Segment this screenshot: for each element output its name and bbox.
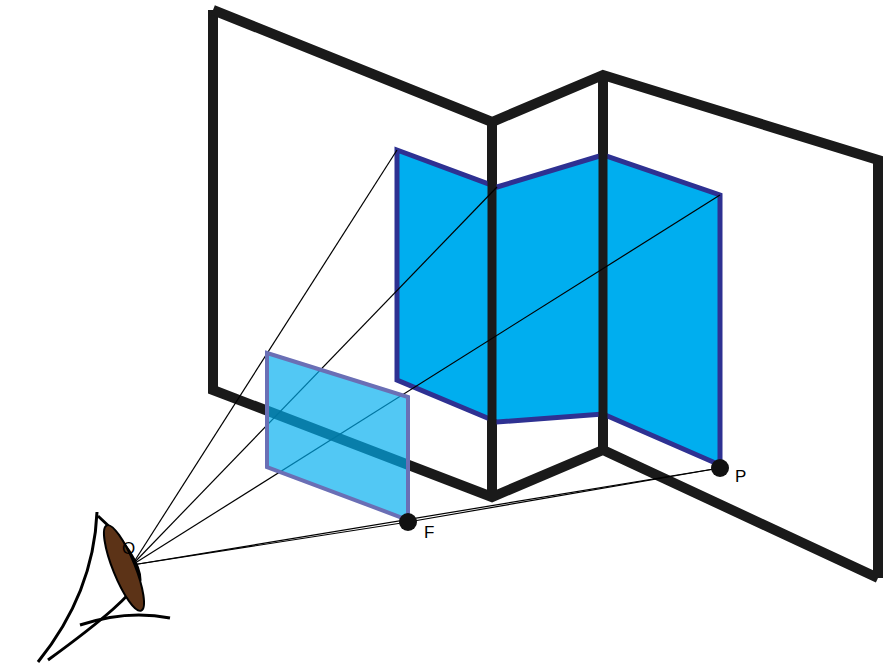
frame-top: [213, 10, 878, 578]
frame-fold: [488, 160, 497, 497]
folded-picture: [397, 150, 720, 465]
eye-iris: [97, 521, 152, 615]
point-label: O: [122, 540, 135, 557]
eye-symbol: [38, 512, 170, 662]
point-label: P: [735, 468, 746, 485]
frame-fold: [599, 120, 608, 450]
sight-line: [132, 468, 720, 565]
sight-lines: [132, 150, 720, 565]
folded-frame: [213, 10, 878, 578]
point-dot: [711, 459, 729, 477]
sight-line: [408, 468, 720, 522]
point-dot: [399, 513, 417, 531]
sight-line: [132, 187, 497, 565]
frame-fold: [598, 75, 608, 450]
sight-line: [132, 195, 720, 565]
frame-fold-over: [492, 120, 603, 497]
eye-lid: [38, 512, 97, 662]
eye-lid: [80, 615, 170, 625]
frame-fold: [487, 122, 497, 497]
image-plane: [267, 353, 408, 520]
frame-bottom: [213, 10, 878, 578]
point-label: F: [424, 524, 434, 541]
